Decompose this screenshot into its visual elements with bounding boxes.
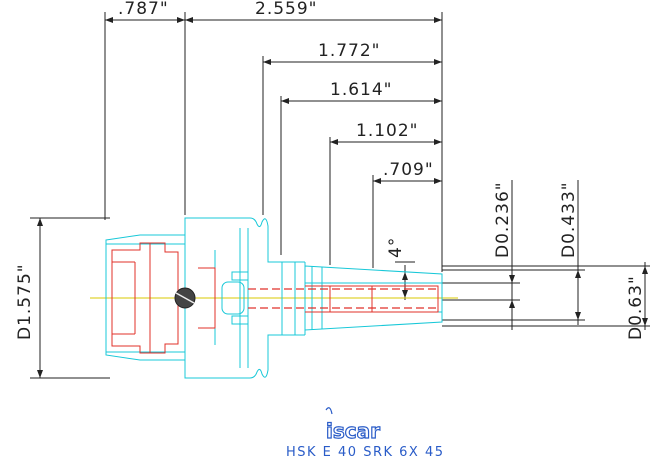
dimension-lines [30, 12, 650, 379]
svg-text:iscar: iscar [326, 419, 380, 443]
tool-outline [105, 217, 443, 379]
ball-marker [174, 287, 196, 309]
dim-1614: 1.614" [330, 80, 393, 100]
dim-2559: 2.559" [255, 0, 318, 19]
model-caption: HSK E 40 SRK 6X 45 [286, 445, 445, 460]
dim-d0236: D0.236" [493, 181, 513, 258]
dim-709: .709" [383, 160, 434, 180]
internal-features [111, 242, 440, 354]
dim-d063: D0.63" [626, 275, 646, 340]
dim-787: .787" [118, 0, 169, 19]
dim-taper-angle: 4° [386, 237, 406, 258]
dim-1102: 1.102" [356, 121, 419, 141]
dim-d1575: D1.575" [15, 263, 35, 340]
iscar-logo: iscar [325, 407, 381, 444]
dim-d0433: D0.433" [559, 181, 579, 258]
dim-1772: 1.772" [318, 41, 381, 61]
